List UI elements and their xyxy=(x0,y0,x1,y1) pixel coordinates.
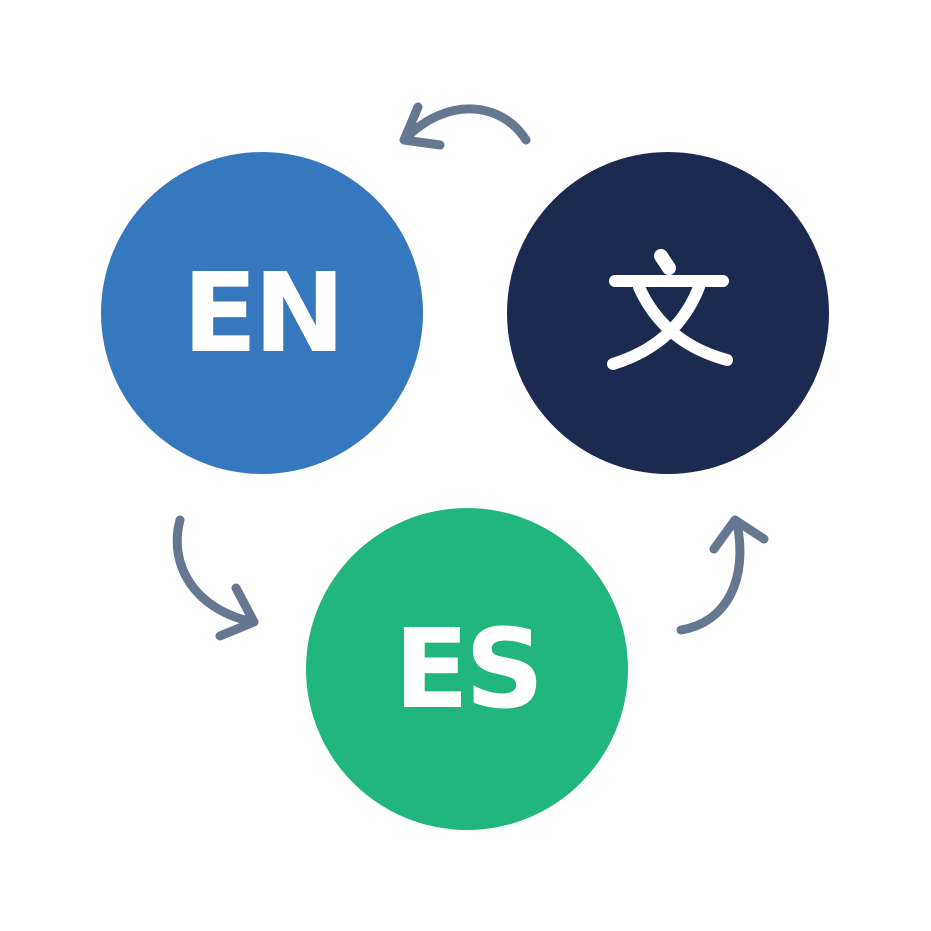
spanish-label: ES xyxy=(393,605,544,733)
spanish-bubble: ES xyxy=(306,508,628,830)
right-arrow-icon xyxy=(676,515,769,635)
english-bubble: EN xyxy=(101,152,423,474)
top-arrow-icon xyxy=(399,102,531,150)
wen-character-icon xyxy=(607,249,733,370)
translation-bubble xyxy=(507,152,829,474)
left-arrow-icon xyxy=(172,515,259,641)
english-label: EN xyxy=(182,249,345,377)
